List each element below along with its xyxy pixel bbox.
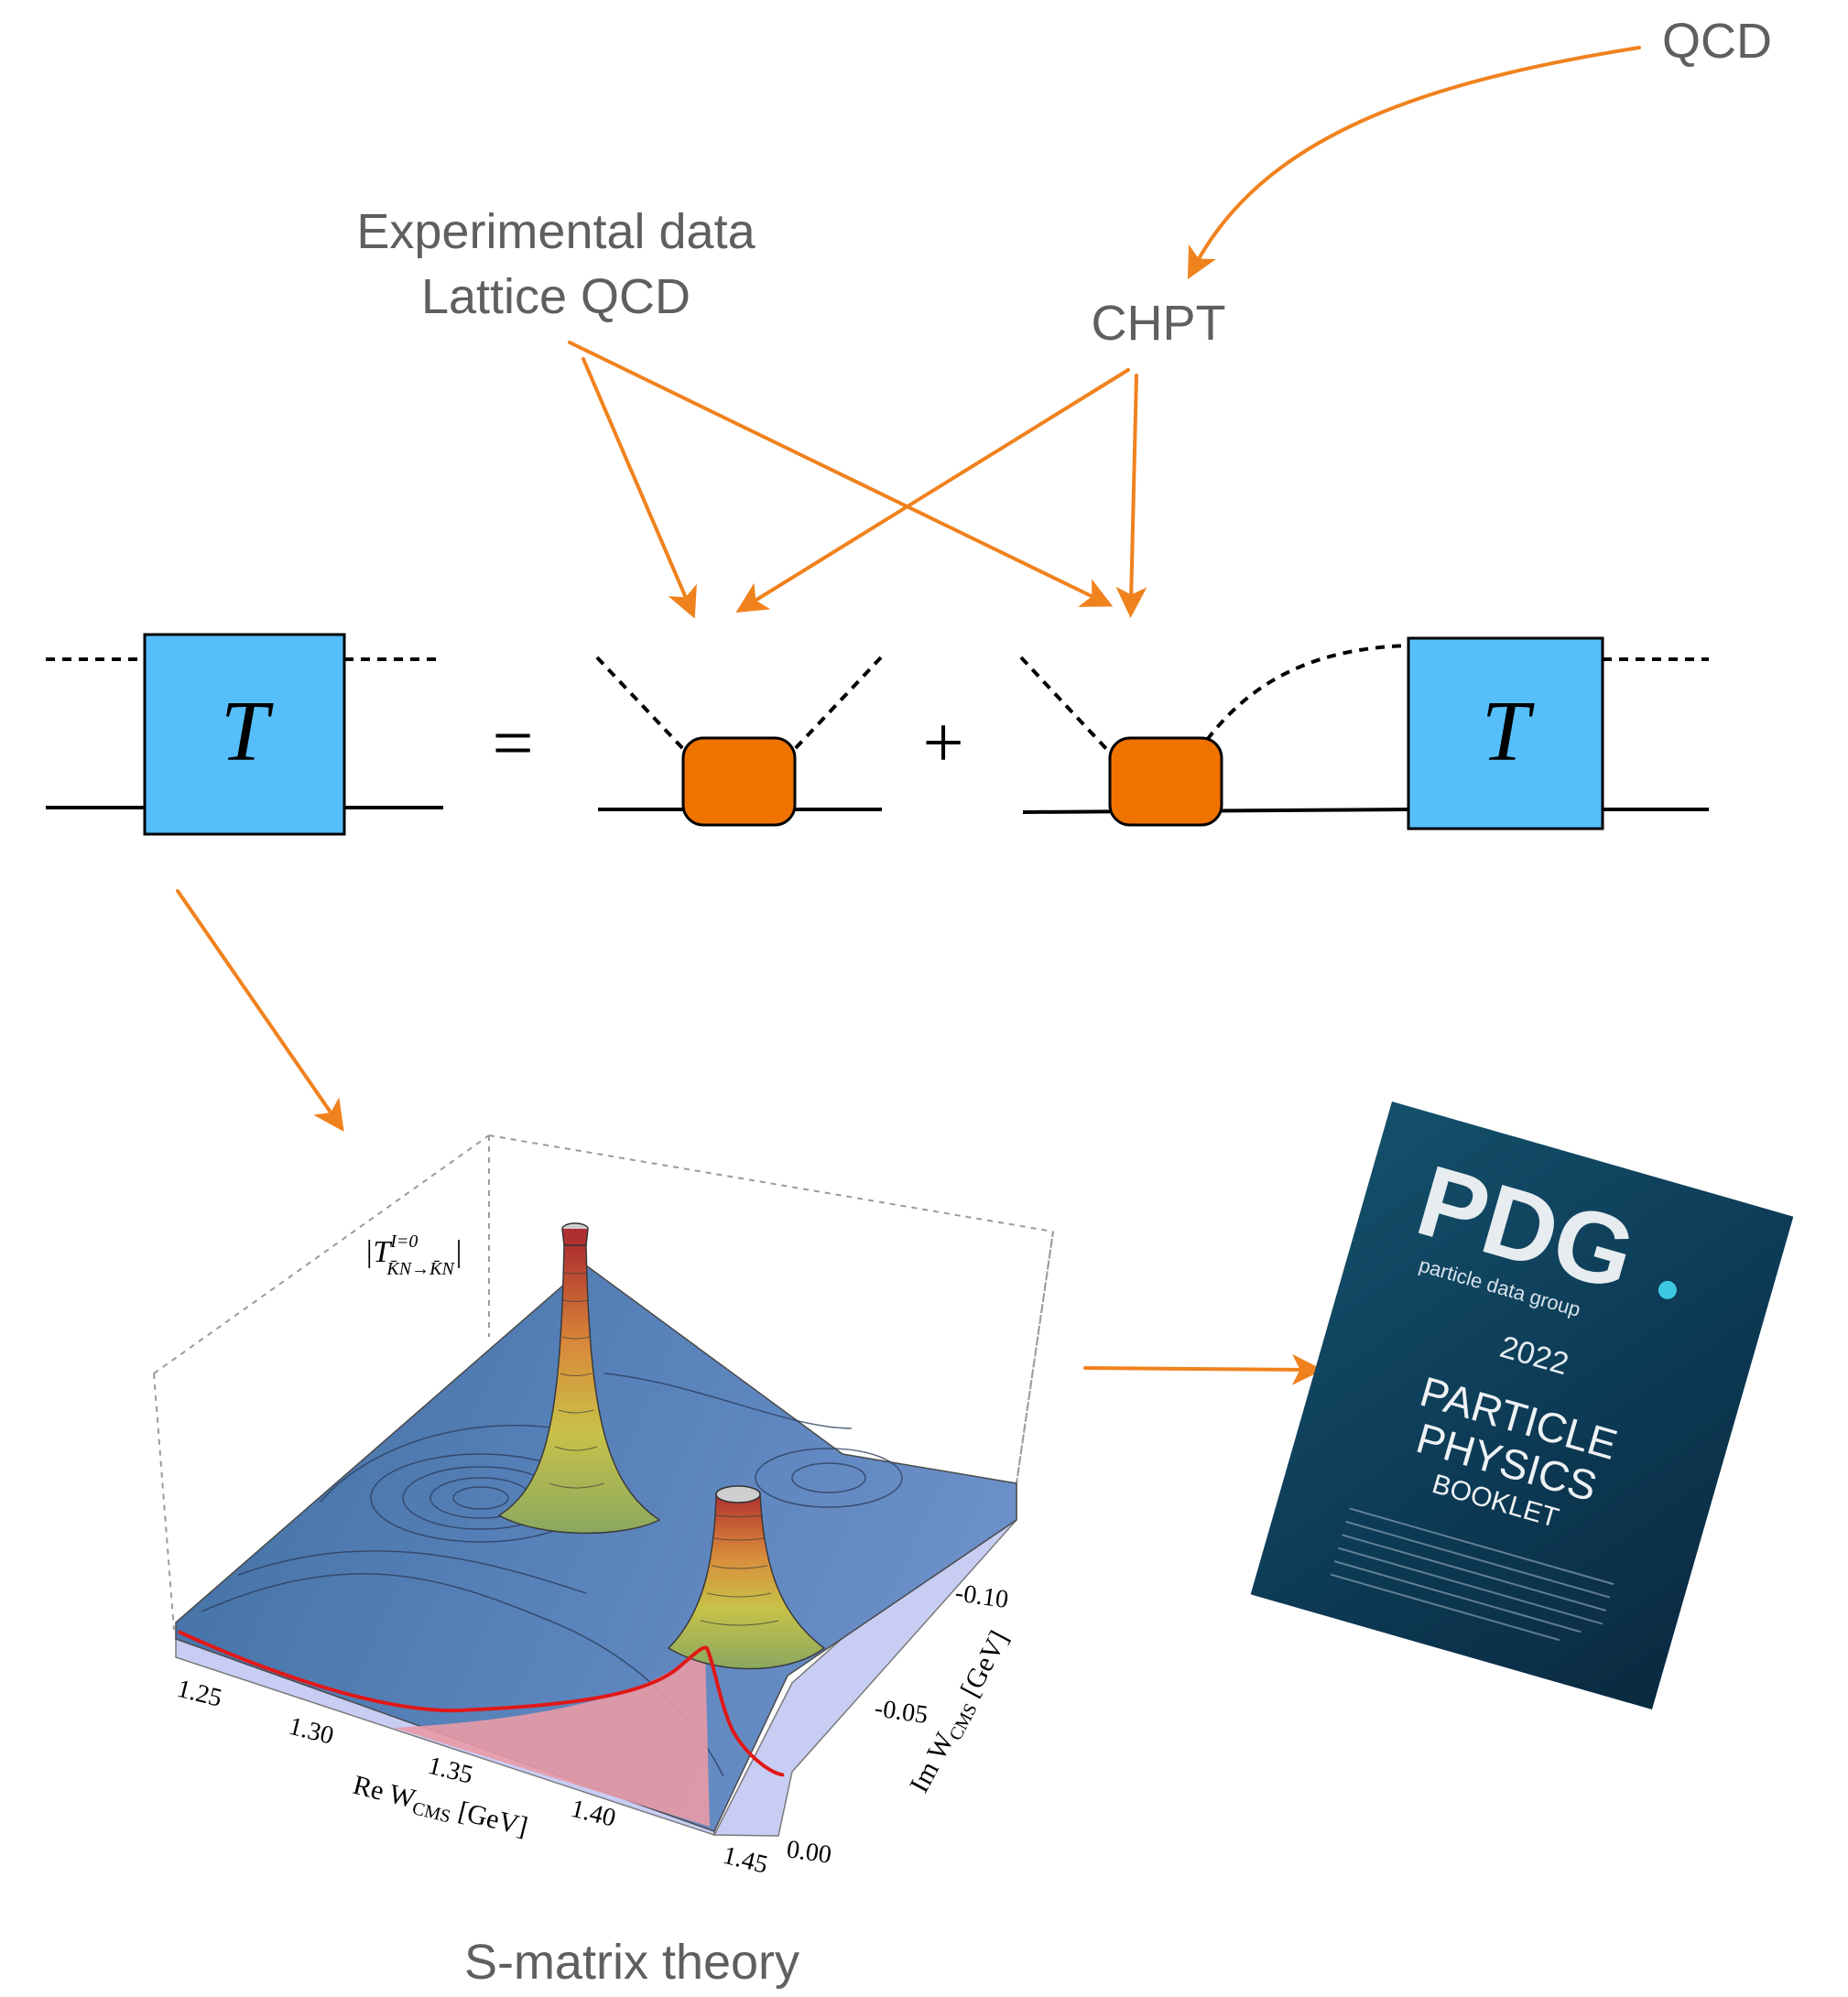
dashed-meson-line-mid-out: [791, 656, 883, 753]
y-tick-labels: -0.10 -0.05 0.00: [785, 1579, 1010, 1870]
t-symbol-right: T: [1482, 684, 1535, 779]
x-tick-label: 1.25: [174, 1675, 224, 1713]
arrow-qcd-to-chpt: [1187, 46, 1641, 279]
arrow-data-to-left-vertex: [582, 357, 697, 619]
equals-sign: =: [492, 703, 533, 784]
plus-sign: +: [922, 703, 963, 784]
resonance-peak-high: [497, 1222, 661, 1535]
arrow-chpt-to-left-vertex: [735, 368, 1130, 613]
logo-dot: [1658, 1280, 1677, 1299]
arrow-data-to-right-vertex: [568, 341, 1114, 607]
plot-bounding-box: [153, 1134, 1054, 1631]
arrow-t-to-plot: [176, 889, 344, 1132]
x-tick-label: 1.30: [286, 1712, 336, 1751]
label-s-matrix-theory: S-matrix theory: [463, 1935, 800, 1990]
interaction-vertex-right: [1108, 736, 1223, 827]
t-matrix-box-left: [143, 633, 346, 836]
s-matrix-3d-plot: 1.25 1.30 1.35 1.40 1.45 -0.10 -0.05 0.0…: [153, 1134, 1054, 1880]
interaction-vertex-mid: [681, 736, 797, 827]
real-axis-red-curve: [178, 1630, 785, 1777]
t-symbol-left: T: [221, 684, 274, 779]
arrow-chpt-to-right-vertex: [1115, 374, 1147, 618]
y-tick-label: -0.05: [873, 1694, 929, 1730]
y-tick-label: -0.10: [953, 1579, 1010, 1614]
resonance-peak-low: [667, 1485, 826, 1670]
booklet-fine-print: [1330, 1507, 1614, 1642]
x-tick-label: 1.35: [425, 1752, 475, 1790]
pdg-booklet: PDG particle data group 2022 PARTICLE PH…: [1250, 1102, 1794, 1709]
dashed-meson-loop: [1205, 644, 1409, 742]
arrows: [176, 46, 1641, 1385]
arrow-plot-to-booklet: [1083, 1353, 1323, 1385]
label-experimental-data: Experimental data: [356, 204, 756, 259]
label-chpt: CHPT: [1091, 296, 1226, 351]
y-tick-label: 0.00: [785, 1835, 833, 1870]
plot-surface: [175, 1264, 1017, 1832]
lippmann-schwinger-equation: T = + T: [46, 633, 1709, 836]
dashed-meson-line-right-in: [1019, 656, 1112, 754]
t-matrix-box-right: [1407, 636, 1604, 830]
label-qcd: QCD: [1662, 14, 1772, 69]
label-lattice-qcd: Lattice QCD: [420, 269, 691, 324]
real-axis-slice: [394, 1647, 710, 1827]
x-tick-label: 1.45: [720, 1841, 770, 1880]
booklet-cover: [1250, 1102, 1794, 1709]
dashed-meson-line-mid-in: [595, 656, 687, 753]
